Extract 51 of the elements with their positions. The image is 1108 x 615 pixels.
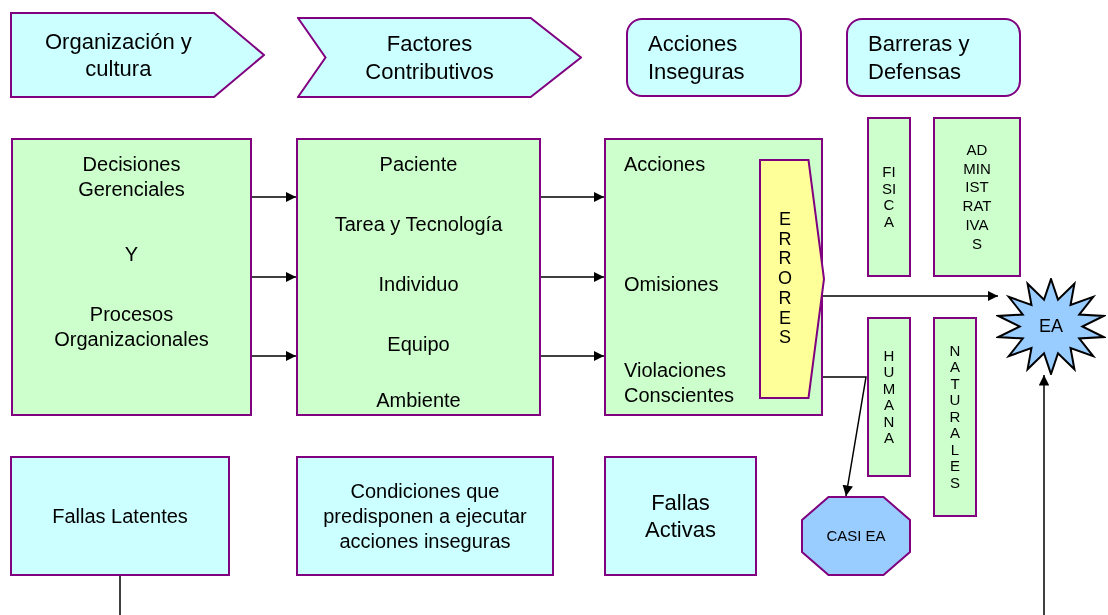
- column-header: [297, 17, 582, 98]
- node-text: Paciente: [378, 152, 459, 177]
- node-text: NATURALES: [948, 342, 962, 492]
- arrow: [822, 290, 999, 302]
- node-text: ADMINISTRATIVAS: [962, 140, 992, 254]
- node-text: Organización y cultura: [44, 27, 193, 83]
- node-text: Equipo: [386, 332, 451, 357]
- node-text: Procesos Organizacionales: [53, 302, 210, 352]
- node-text: Condiciones que predisponen a ejecutar acciones inseguras: [322, 478, 528, 554]
- node-text: CASI EA: [826, 526, 886, 546]
- process-box: [604, 456, 757, 576]
- arrow: [540, 271, 605, 283]
- octagon: [801, 496, 911, 576]
- node-text: Violaciones Conscientes: [624, 358, 736, 408]
- vertical-box: [867, 317, 911, 477]
- node-text: Fallas Latentes: [52, 503, 188, 529]
- rounded-box: [626, 18, 802, 97]
- rounded-box: [846, 18, 1021, 97]
- process-box: [296, 456, 554, 576]
- arrow: [251, 350, 297, 362]
- node-text: Omisiones: [624, 272, 720, 297]
- node-text: Y: [123, 242, 140, 267]
- node-text: Factores Contributivos: [364, 30, 495, 85]
- column-header: [10, 12, 265, 98]
- arrow: [251, 271, 297, 283]
- process-box: [11, 138, 252, 416]
- node-text: ERRORES: [777, 209, 793, 349]
- pentagon-tab: [759, 159, 825, 399]
- vertical-box: [867, 117, 911, 277]
- node-text: EA: [1039, 315, 1063, 338]
- node-text: Decisiones Gerenciales: [77, 152, 186, 202]
- node-text: Fallas Activas: [644, 488, 717, 544]
- arrow: [251, 191, 297, 203]
- starburst: [996, 278, 1106, 375]
- arrow: [1038, 374, 1050, 615]
- arrow: [822, 376, 867, 497]
- node-text: Individuo: [377, 272, 460, 297]
- arrow: [540, 350, 605, 362]
- arrow: [540, 191, 605, 203]
- process-box: [10, 456, 230, 576]
- vertical-box: [933, 117, 1021, 277]
- node-text: Acciones: [624, 152, 707, 177]
- node-text: Ambiente: [375, 388, 462, 413]
- process-box: [604, 138, 823, 416]
- node-text: FISICA: [881, 164, 897, 230]
- node-text: Barreras y Defensas: [868, 30, 971, 85]
- node-text: Tarea y Tecnología: [333, 212, 504, 237]
- vertical-box: [933, 317, 977, 517]
- node-text: HUMANA: [881, 347, 897, 447]
- process-box: [296, 138, 541, 416]
- node-text: Acciones Inseguras: [648, 30, 746, 85]
